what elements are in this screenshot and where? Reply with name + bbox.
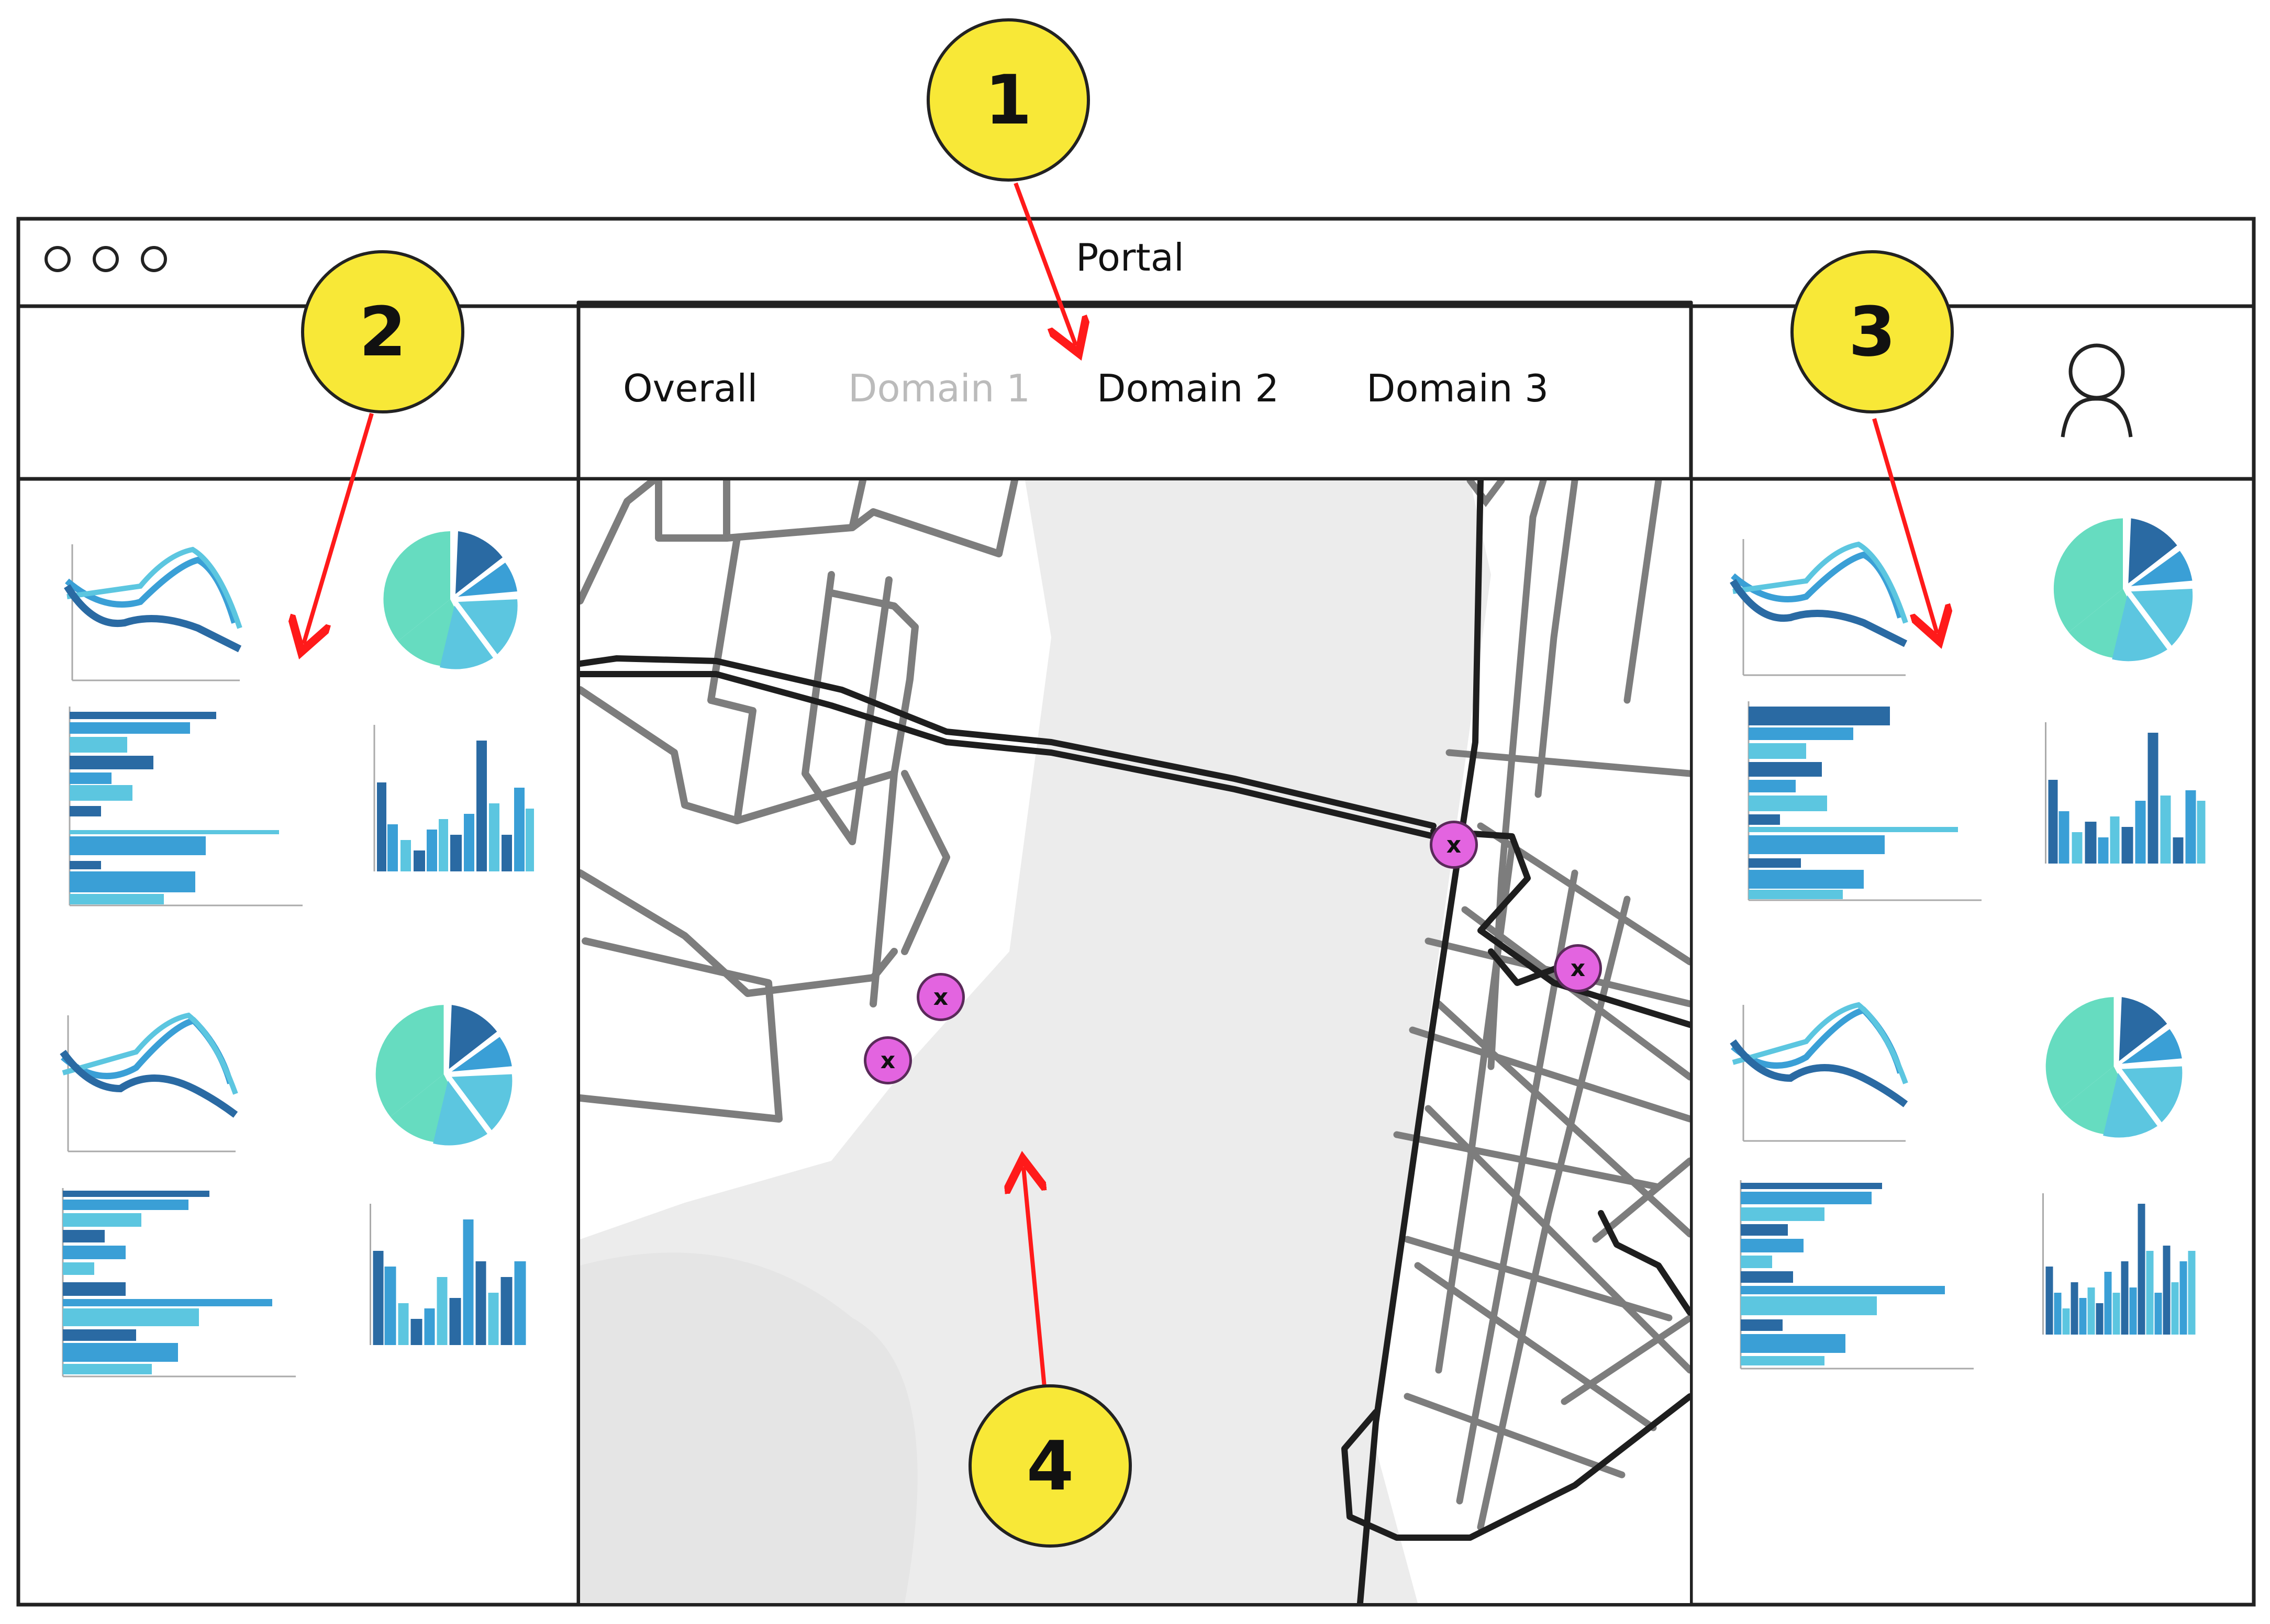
line-chart[interactable] <box>62 534 245 686</box>
line-chart[interactable] <box>1728 529 1911 680</box>
tab-domain-2[interactable]: Domain 2 <box>1097 366 1279 410</box>
callout-4: 4 <box>969 1384 1132 1548</box>
map-marker[interactable]: x <box>917 973 965 1021</box>
pie-chart[interactable] <box>2039 992 2188 1141</box>
arrow-2 <box>304 412 374 644</box>
horizontal-bar-chart[interactable] <box>67 707 308 911</box>
horizontal-bar-chart[interactable] <box>1738 1180 1979 1374</box>
vertical-bar-chart[interactable] <box>2042 717 2209 869</box>
callout-3: 3 <box>1790 250 1954 413</box>
window-dot[interactable] <box>44 246 71 272</box>
map-marker[interactable]: x <box>1430 821 1478 869</box>
tab-domain-1[interactable]: Domain 1 <box>848 366 1031 410</box>
arrow-1 <box>1014 182 1076 345</box>
vertical-bar-chart[interactable] <box>372 720 537 877</box>
arrow-4 <box>1023 1167 1044 1387</box>
user-icon[interactable] <box>2057 340 2136 440</box>
map-view[interactable] <box>580 480 1690 1603</box>
tab-overall[interactable]: Overall <box>623 366 758 410</box>
horizontal-bar-chart[interactable] <box>60 1188 301 1382</box>
map-marker[interactable]: x <box>1554 944 1602 992</box>
callout-1: 1 <box>927 18 1090 182</box>
vertical-bar-chart[interactable] <box>366 1199 534 1350</box>
pie-chart[interactable] <box>2047 513 2199 665</box>
arrow-3 <box>1872 418 1937 633</box>
tab-domain-3[interactable]: Domain 3 <box>1366 366 1549 410</box>
window-title: Portal <box>1076 236 1184 279</box>
window-controls <box>42 241 178 277</box>
pie-chart[interactable] <box>369 1000 518 1149</box>
vertical-bar-chart[interactable] <box>2039 1188 2207 1340</box>
line-chart[interactable] <box>1728 994 1911 1146</box>
window-dot[interactable] <box>141 246 167 272</box>
window-dot[interactable] <box>93 246 119 272</box>
horizontal-bar-chart[interactable] <box>1746 701 1987 905</box>
pie-chart[interactable] <box>377 526 524 673</box>
line-chart[interactable] <box>58 1005 241 1157</box>
map-marker[interactable]: x <box>864 1036 912 1084</box>
callout-2: 2 <box>301 250 464 413</box>
